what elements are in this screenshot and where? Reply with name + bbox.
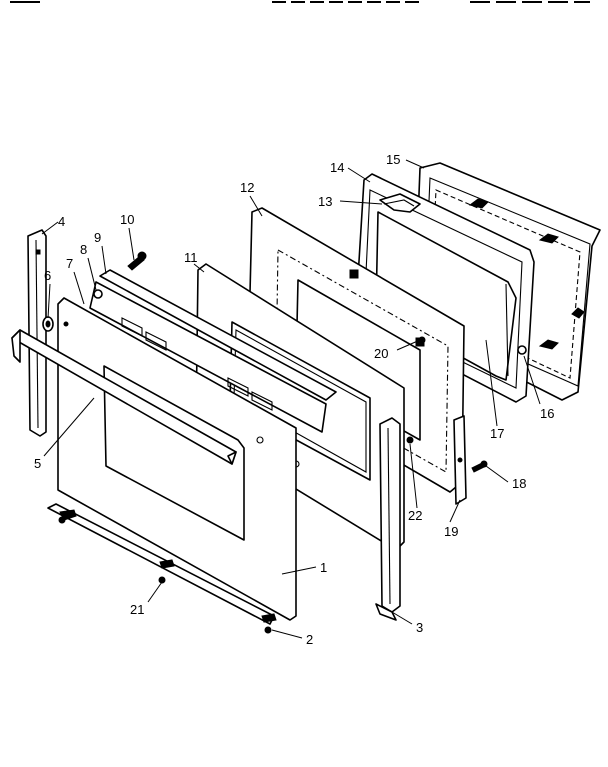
callout-9: 9 [94,230,101,245]
callout-11: 11 [184,250,198,265]
callout-18: 18 [512,476,526,491]
part-2-bottom-trim [47,503,277,634]
callout-15: 15 [386,152,400,167]
callout-7: 7 [66,256,73,271]
part-10-screw [127,251,147,271]
callout-10: 10 [120,212,134,227]
part-9-top-cap [89,269,337,433]
callout-6: 6 [44,268,51,283]
part-5-handle [11,329,237,465]
callout-19: 19 [444,524,458,539]
part-6-grommet [42,316,54,332]
callout-8: 8 [80,242,87,257]
part-3-right-channel [375,417,401,621]
part-21-screw [158,576,166,584]
part-22-bolt [406,436,414,444]
callout-20: 20 [374,346,388,361]
callout-5: 5 [34,456,41,471]
callout-21: 21 [130,602,144,617]
callout-4: 4 [58,214,65,229]
part-8-clip [93,289,103,299]
callout-22: 22 [408,508,422,523]
callout-3: 3 [416,620,423,635]
part-19-side-strip [453,415,467,505]
callout-14: 14 [330,160,344,175]
callout-13: 13 [318,194,332,209]
callout-labels: 1 2 3 4 5 6 7 8 9 10 11 12 13 14 15 16 1… [34,152,554,647]
part-4-left-channel [27,229,47,437]
callout-17: 17 [490,426,504,441]
part-16-glass-clip [517,345,527,355]
leader-lines [41,159,541,639]
part-13-retainer-clip [379,193,421,213]
callout-1: 1 [320,560,327,575]
callout-16: 16 [540,406,554,421]
part-18-screw [471,460,488,473]
callout-2: 2 [306,632,313,647]
callout-12: 12 [240,180,254,195]
